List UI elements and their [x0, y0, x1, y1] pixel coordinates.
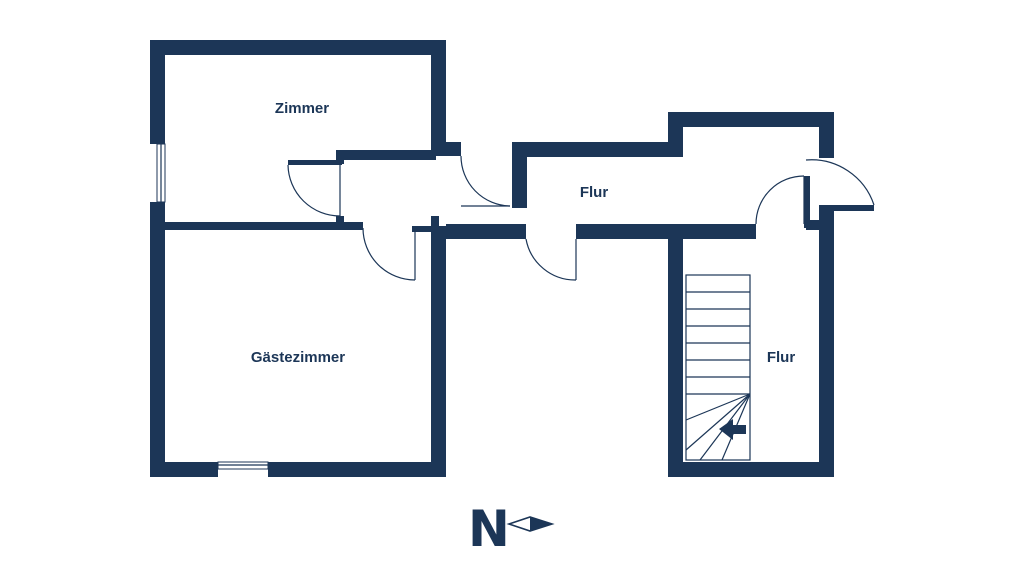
windows	[156, 143, 269, 470]
north-arrow-icon	[506, 516, 555, 532]
door-zimmer	[287, 164, 341, 217]
door-entrance	[805, 159, 875, 206]
door-flur-bottom	[525, 238, 577, 281]
doors	[287, 155, 875, 281]
staircase	[685, 274, 751, 461]
door-gaestezimmer	[362, 227, 416, 281]
room-label-flur-stair: Flur	[767, 349, 795, 366]
walls	[150, 40, 874, 477]
compass-letter: N	[468, 500, 510, 558]
room-label-flur-main: Flur	[580, 184, 608, 201]
door-hall-flur	[460, 155, 511, 207]
room-label-zimmer: Zimmer	[275, 100, 329, 117]
stair-arrow-icon	[719, 419, 746, 440]
door-stair-flur	[755, 175, 805, 225]
room-label-gaestezimmer: Gästezimmer	[251, 349, 345, 366]
